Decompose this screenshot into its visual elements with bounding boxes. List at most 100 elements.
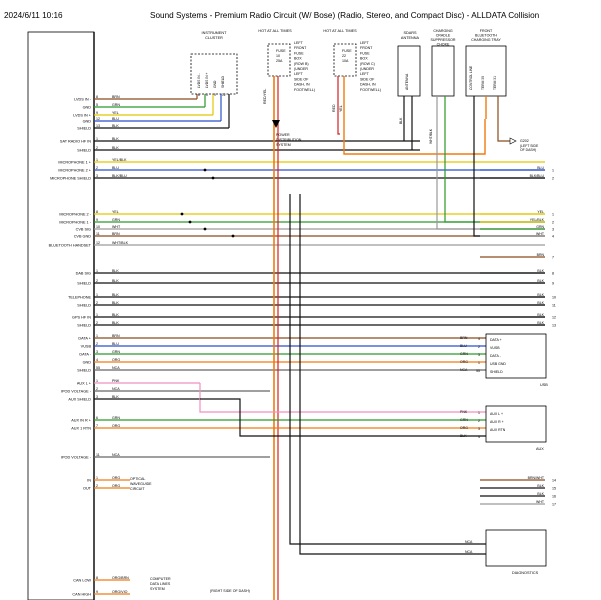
splice-dot (188, 220, 192, 224)
fuse-label: FUSE (276, 49, 286, 53)
sdars-pin: ANTENNA (405, 73, 409, 90)
radio-pin-number: 1 (96, 476, 98, 480)
wire-color-label: BLK (112, 293, 119, 297)
radio-pin-label: SAT RADIO HF IN (60, 140, 91, 144)
wire-color-label: BLK (112, 301, 119, 305)
wire-color-label: BLK/BLU (112, 174, 127, 178)
radio-pin-label: AUX SHIELD (68, 398, 91, 402)
fuse-box-desc: SIDE OF (360, 77, 375, 81)
power-dist-label: DISTRIBUTION (276, 138, 302, 142)
right-end-wire-label: BLK (537, 279, 544, 283)
fuse-box-desc: (ROW B) (294, 62, 309, 66)
splice-dot (180, 212, 184, 216)
radio-pin-number: 1 (96, 269, 98, 273)
fuse-box-desc: FRONT (294, 46, 307, 50)
diag-wire-label: NCA (465, 540, 473, 544)
right-end-wire-label: BLK (537, 269, 544, 273)
power-dist-label: POWER (276, 133, 290, 137)
radio-pin-number: 2 (96, 146, 98, 150)
radio-pin-label: CVB SIG (76, 228, 91, 232)
fuse-box-desc: LEFT (294, 72, 304, 76)
diag-wire (289, 194, 486, 545)
radio-pin-label: SHIELD (77, 324, 91, 328)
optical-label: OPTICAL (130, 477, 145, 481)
radio-pin-label: LVDS IN - (74, 98, 92, 102)
aux-pin-label: AUX L + (490, 412, 503, 416)
radio-pin-number: 5 (96, 103, 98, 107)
aux-pin-number: 3 (478, 427, 480, 431)
wire-color-label: YEL (112, 210, 119, 214)
wire-color-label: BLK (112, 395, 119, 399)
right-end-wire-label: BLK (537, 293, 544, 297)
right-end-wire-label: YEL (537, 210, 544, 214)
cluster-pin-number: 12 (222, 93, 226, 97)
radio-pin-label: SHIELD (77, 149, 91, 153)
right-end-wire-label: BLK (537, 492, 544, 496)
aux-label: AUX (536, 447, 544, 451)
radio-pin-number: 7 (96, 424, 98, 428)
radio-pin-number: 3 (96, 350, 98, 354)
radio-pin-number: 55 (96, 366, 100, 370)
radio-pin-number: 1 (96, 379, 98, 383)
diag-wire-label: NCA (465, 550, 473, 554)
radio-pin-number: 8 (96, 576, 98, 580)
usb-wire-label: BRN (460, 336, 468, 340)
radio-pin-number: 9 (96, 218, 98, 222)
right-end-pin: 7 (552, 256, 554, 260)
radio-pin-label: GND (83, 361, 92, 365)
right-end-wire-label: BLK (537, 484, 544, 488)
computer-data-label: DATA LINES (150, 582, 171, 586)
right-end-wire-label: WHT (536, 500, 545, 504)
fuse-box-desc: DASH, IN (360, 83, 376, 87)
wire-color-label: BRN (112, 334, 120, 338)
wire-color-label: ORG (112, 424, 120, 428)
fuse-box-desc: FUSE (360, 51, 370, 55)
fuse-box-desc: LEFT (360, 41, 370, 45)
wire-color-label: ORG (112, 484, 120, 488)
wire-color-label: RED/YEL (263, 89, 267, 104)
diag-wire (299, 194, 486, 555)
right-end-pin: 16 (552, 495, 556, 499)
radio-pin-label: GPS HF IN (72, 316, 91, 320)
charging-cradle-label: CRADLE (436, 34, 451, 38)
fuse-box-desc: LEFT (360, 72, 370, 76)
bt-tray-label: BLUETOOTH (475, 34, 497, 38)
right-end-wire-label: BLK (537, 313, 544, 317)
wire-color-label: BLU (112, 166, 119, 170)
usb-wire-label: BLU (460, 344, 467, 348)
radio-pin-number: 2 (96, 387, 98, 391)
wire-color-label: NCA (112, 453, 120, 457)
usb-pin-number: 4 (478, 337, 480, 341)
aux-pin-label: AUX R + (490, 420, 504, 424)
instrument-cluster-box (190, 53, 238, 95)
fuse-box-desc: (ROW C) (360, 62, 375, 66)
fuse-box-desc: FRONT (360, 46, 373, 50)
aux-pin-number: 4 (478, 435, 480, 439)
right-end-pin: 1 (552, 169, 554, 173)
instrument-cluster-label: CLUSTER (205, 36, 223, 40)
radio-pin-number: 8 (96, 210, 98, 214)
cluster-pin-label: GND (213, 80, 217, 88)
radio-pin-number: 4 (96, 358, 98, 362)
wire-color-label: BLK (112, 137, 119, 141)
radio-pin-number: 2 (96, 279, 98, 283)
ground-desc: OF DASH) (520, 148, 536, 152)
radio-pin-number: 1 (96, 293, 98, 297)
cluster-pin-label: SHIELD (221, 75, 225, 88)
radio-pin-label: MICROPHONE 2 - (59, 213, 91, 217)
fuse-box-desc: FOOTWELL) (360, 88, 381, 92)
wire-color-label: BLK (112, 269, 119, 273)
wire-color-label: WHT (112, 225, 121, 229)
page-title: Sound Systems - Premium Radio Circuit (W… (150, 11, 540, 20)
bt-tray-pin: TERM 31 (493, 76, 497, 90)
aux-wire-label: PNK (460, 410, 468, 414)
cluster-pin-number: 5 (206, 93, 208, 97)
radio-pin-label: LVDS IN + (73, 114, 92, 118)
right-end-wire-label: BRN/WHT (528, 476, 545, 480)
radio-pin-number: 2 (96, 301, 98, 305)
right-end-pin: 9 (552, 282, 554, 286)
right-end-pin: 3 (552, 228, 554, 232)
radio-pin-label: CAN LOW (73, 579, 91, 583)
right-end-pin: 13 (552, 324, 556, 328)
wire-color-label: WHT/BLK (112, 241, 129, 245)
